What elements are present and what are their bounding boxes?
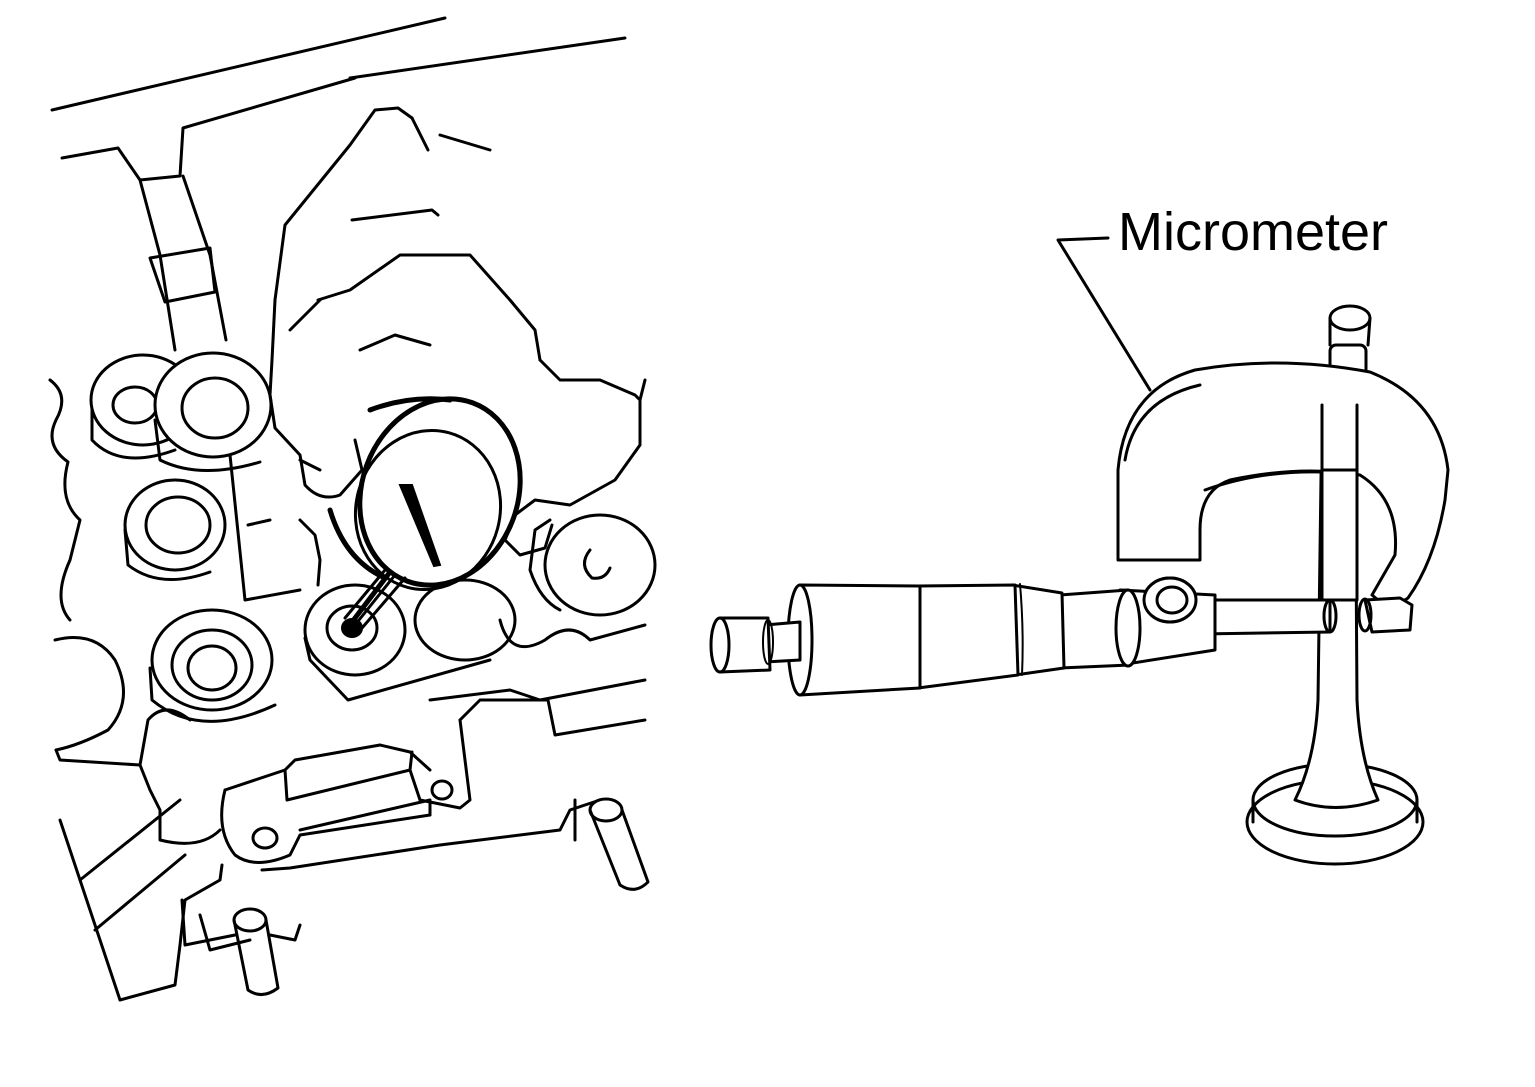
micrometer-icon	[709, 361, 1450, 697]
micrometer-label: Micrometer	[1118, 202, 1389, 262]
dowel-pin-icon	[588, 797, 650, 891]
micrometer-leader-line	[1056, 236, 1152, 392]
valve-illustration	[1245, 304, 1425, 866]
cylinder-head-illustration	[48, 16, 657, 1002]
dial-bore-gauge-icon	[327, 396, 523, 630]
dowel-pin-icon	[232, 907, 280, 996]
hand-illustration	[268, 106, 647, 557]
